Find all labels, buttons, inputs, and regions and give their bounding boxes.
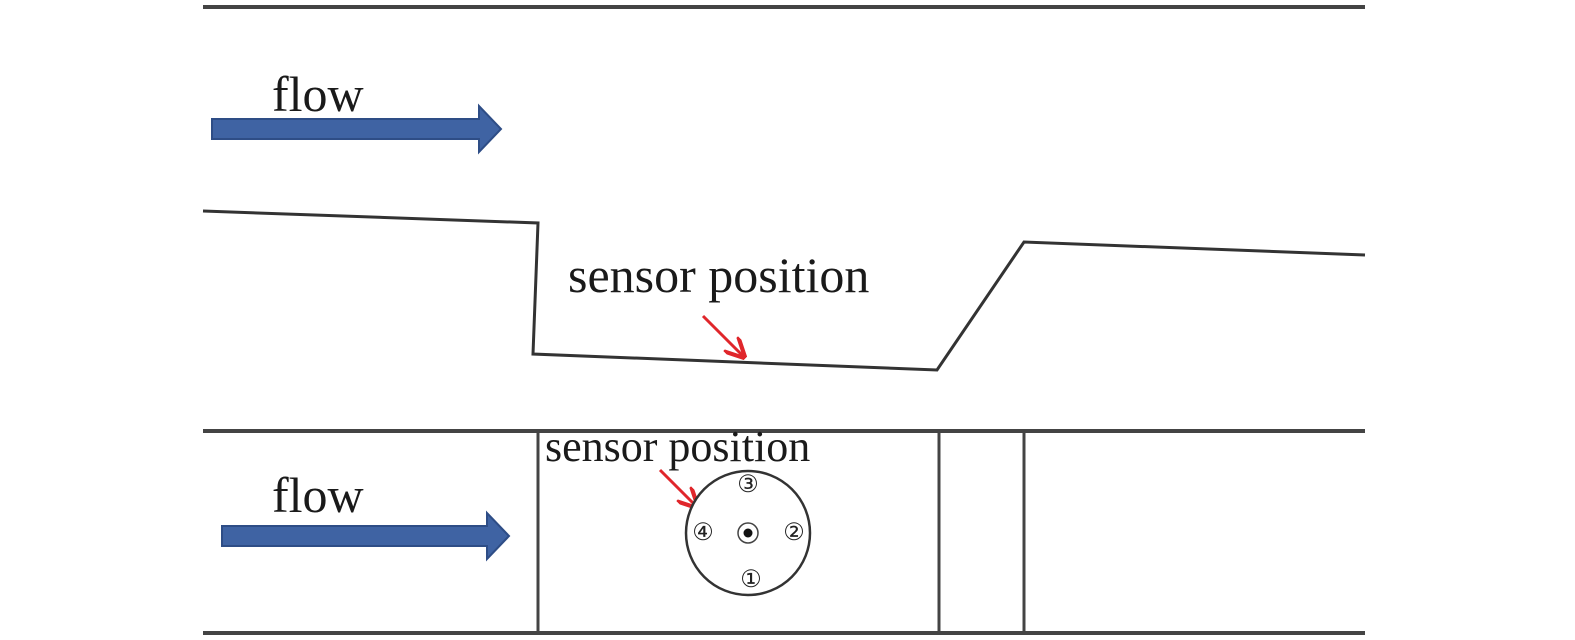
top-sensor-label: sensor position [545, 422, 810, 471]
sensor-1-label: ① [740, 567, 762, 593]
sensor-3-label: ③ [737, 472, 759, 498]
center-sensor-dot [743, 528, 753, 538]
top-flow-label: flow [272, 467, 364, 523]
top-view: flow sensor position ③ ② ① ④ [203, 422, 1365, 635]
side-flow-arrow [211, 103, 503, 155]
sensor-array: ③ ② ① ④ [684, 469, 812, 597]
sensor-1: ① [740, 567, 762, 593]
sensor-3: ③ [737, 472, 759, 498]
side-sensor-pointer [701, 314, 744, 357]
top-flow-arrow [221, 510, 511, 562]
sensor-2-label: ② [783, 520, 805, 546]
side-view: flow sensor position [202, 5, 1366, 372]
top-sensor-pointer [658, 468, 697, 507]
bed-profile-line [202, 209, 1366, 372]
sensor-4: ④ [692, 520, 714, 546]
sensor-2: ② [783, 520, 805, 546]
side-flow-label: flow [272, 66, 364, 122]
side-sensor-label: sensor position [568, 247, 869, 303]
sensor-4-label: ④ [692, 520, 714, 546]
